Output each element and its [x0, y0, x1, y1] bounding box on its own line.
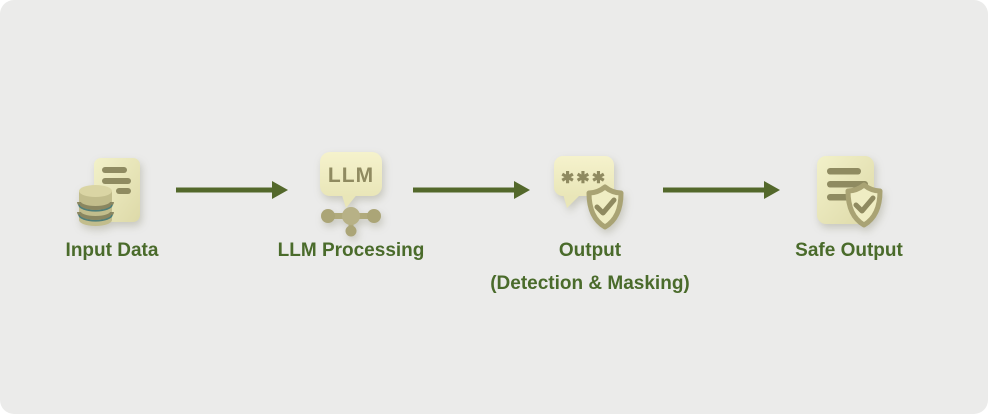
step-safe-output: Safe Output — [737, 148, 961, 262]
check-shield-icon — [845, 182, 883, 228]
database-document-icon — [76, 148, 148, 240]
masked-message-shield-icon: ✱✱✱ — [552, 148, 628, 240]
step-input-data: Input Data — [0, 148, 224, 262]
arrow-right-2 — [413, 181, 530, 199]
document-shield-icon — [811, 148, 887, 240]
step-label: LLM Processing — [277, 240, 425, 261]
arrow-right-1 — [176, 181, 288, 199]
llm-bubble-text: LLM — [328, 164, 374, 187]
check-shield-icon — [586, 184, 624, 230]
step-label: Safe Output — [795, 240, 903, 261]
step-llm-processing: LLM LLM Processing — [239, 148, 463, 262]
step-label: Input Data — [65, 240, 159, 261]
llm-chat-network-icon: LLM — [314, 148, 388, 240]
step-label: Output — [558, 240, 622, 261]
step-output: ✱✱✱ Output (Detection & Masking) — [478, 148, 702, 295]
arrow-right-3 — [663, 181, 780, 199]
masked-asterisks-text: ✱✱✱ — [561, 170, 607, 187]
step-sublabel: (Detection & Masking) — [490, 272, 690, 294]
